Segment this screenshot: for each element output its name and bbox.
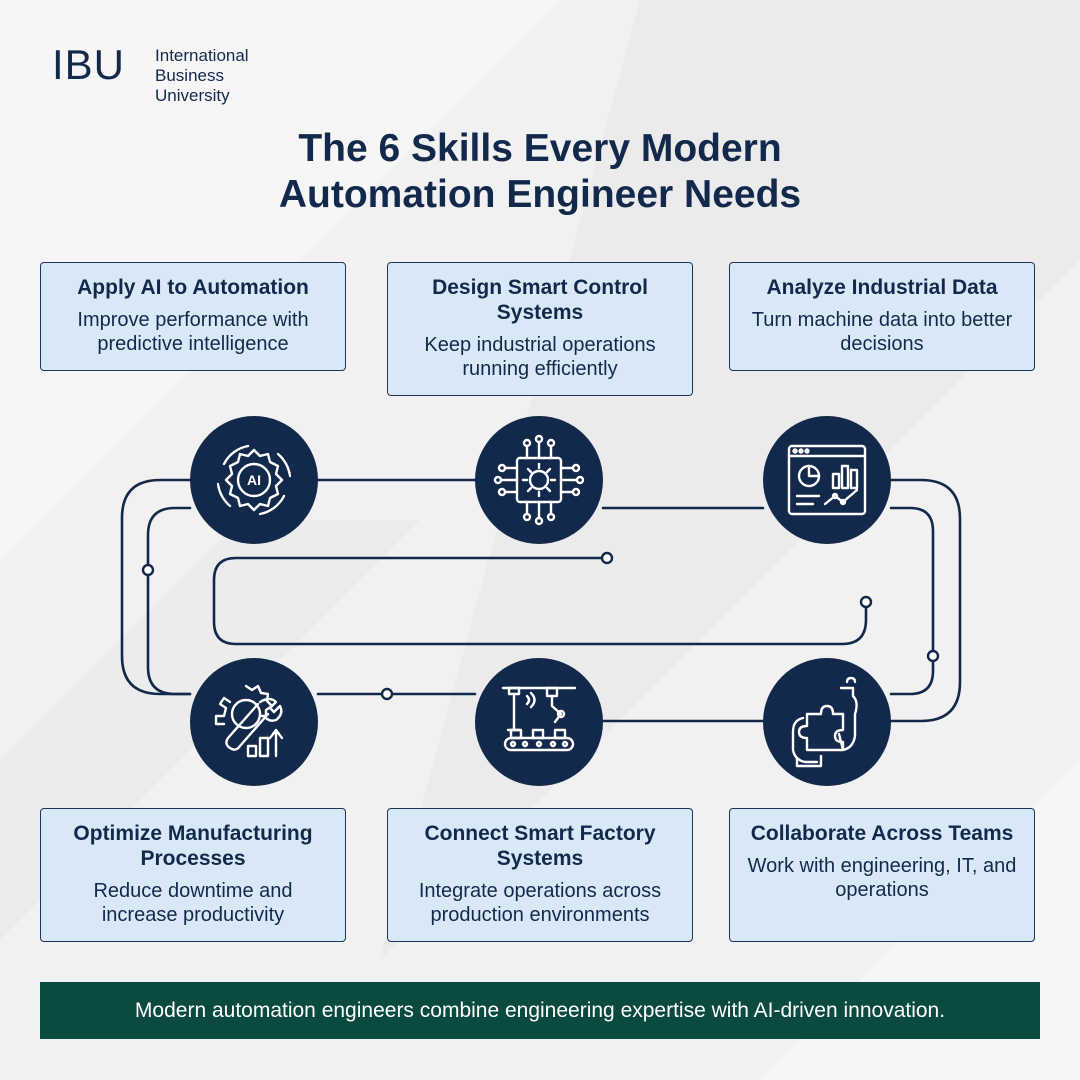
skill-description: Work with engineering, IT, and operation… bbox=[747, 855, 1017, 901]
connector-dot bbox=[859, 595, 873, 609]
skill-title: Apply AI to Automation bbox=[77, 276, 309, 299]
skill-card-control: Design Smart Control Systems Keep indust… bbox=[387, 262, 693, 396]
logo-mark: IBU bbox=[52, 41, 126, 88]
skill-title: Analyze Industrial Data bbox=[766, 276, 998, 299]
skill-title: Collaborate Across Teams bbox=[750, 822, 1014, 845]
logo-line-2: Business bbox=[155, 66, 224, 85]
skill-card-ai: Apply AI to Automation Improve performan… bbox=[40, 262, 346, 371]
skill-description: Integrate operations across production e… bbox=[418, 880, 662, 926]
connector-dot bbox=[141, 563, 155, 577]
logo-wordmark: International Business University bbox=[155, 46, 249, 106]
svg-text:AI: AI bbox=[247, 472, 261, 488]
puzzle-hands-icon bbox=[763, 658, 891, 786]
connector-line bbox=[889, 506, 935, 696]
connector-dot bbox=[600, 551, 614, 565]
circuit-gear-icon bbox=[475, 416, 603, 544]
ibu-logo: IBU International Business University bbox=[52, 42, 249, 106]
robot-conveyor-icon bbox=[475, 658, 603, 786]
skill-description: Reduce downtime and increase productivit… bbox=[93, 880, 293, 926]
logo-line-3: University bbox=[155, 86, 230, 105]
skill-title: Optimize Manufacturing Processes bbox=[73, 822, 313, 870]
skill-description: Turn machine data into better decisions bbox=[751, 309, 1013, 355]
skill-title: Connect Smart Factory Systems bbox=[424, 822, 656, 870]
wrench-gear-growth-icon bbox=[190, 658, 318, 786]
title-line-2: Automation Engineer Needs bbox=[278, 173, 802, 216]
skill-card-manufacturing: Optimize Manufacturing Processes Reduce … bbox=[40, 808, 346, 942]
skill-description: Improve performance with predictive inte… bbox=[77, 309, 309, 355]
connector-dot bbox=[380, 687, 394, 701]
dashboard-chart-icon bbox=[763, 416, 891, 544]
connector-line bbox=[120, 478, 192, 696]
skill-card-factory: Connect Smart Factory Systems Integrate … bbox=[387, 808, 693, 942]
connector-line bbox=[146, 506, 192, 696]
logo-line-1: International bbox=[155, 46, 249, 65]
connector-line bbox=[212, 556, 868, 646]
title-line-1: The 6 Skills Every Modern bbox=[298, 127, 782, 170]
skill-card-data: Analyze Industrial Data Turn machine dat… bbox=[729, 262, 1035, 371]
page-title: The 6 Skills Every Modern Automation Eng… bbox=[0, 126, 1080, 218]
skill-description: Keep industrial operations running effic… bbox=[424, 334, 656, 380]
skill-card-collaborate: Collaborate Across Teams Work with engin… bbox=[729, 808, 1035, 942]
connector-dot bbox=[926, 649, 940, 663]
footer-banner: Modern automation engineers combine engi… bbox=[40, 982, 1040, 1039]
ai-gear-icon: AI bbox=[190, 416, 318, 544]
skill-title: Design Smart Control Systems bbox=[432, 276, 648, 324]
connector-line bbox=[889, 478, 962, 723]
